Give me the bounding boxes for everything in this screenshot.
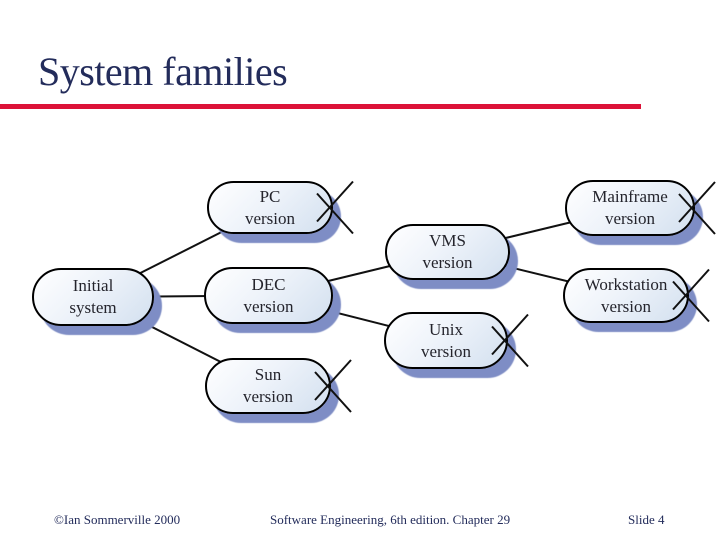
node-label-line: Initial [72,276,114,295]
footer-copyright: ©Ian Sommerville 2000 [54,512,181,527]
node-label-line: Sun [254,365,282,384]
node-label-line: Mainframe [592,187,668,206]
node-mainframe: Mainframe version [565,180,695,236]
footer-book-reference: Software Engineering, 6th edition. Chapt… [270,512,511,527]
node-label-line: DEC [251,274,286,294]
node-label-line: VMS [429,231,466,250]
node-label-line: version [422,253,473,272]
node-initial: Initial system [32,268,154,326]
node-label-line: version [244,208,296,228]
footer-slide-number: Slide 4 [628,512,665,527]
node-label-line: PC [259,186,281,206]
node-label-line: version [604,209,656,228]
node-label-line: version [243,296,294,316]
node-vms: VMS version [385,224,510,280]
node-label-line: Workstation [584,274,668,294]
node-label-line: system [69,298,117,317]
node-label-line: version [242,387,294,406]
node-label-line: version [420,341,472,361]
node-sun: Sun version [205,358,331,414]
title-underline-rule [0,104,641,109]
node-label-line: Unix [429,319,463,339]
node-label-line: version [600,296,652,316]
slide-title: System families [38,49,288,94]
